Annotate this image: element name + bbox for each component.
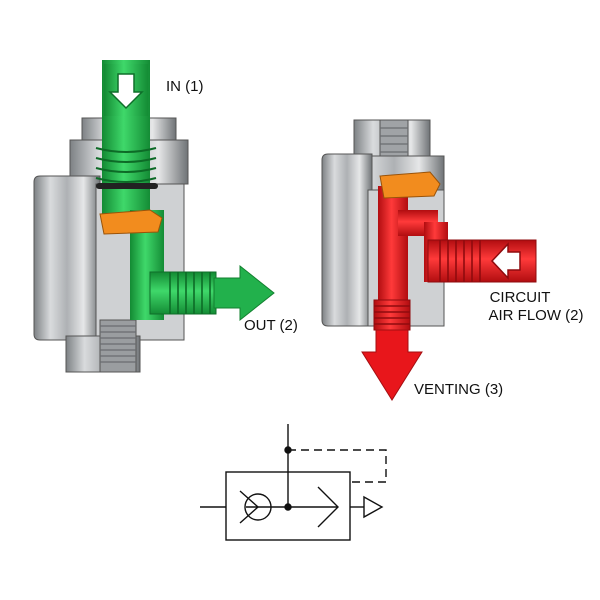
circuit-label-line2: AIR FLOW (2) (488, 307, 583, 324)
venting-arrow-icon (361, 329, 423, 401)
left-exhaust-port (99, 319, 137, 373)
right-exhaust-port (373, 299, 411, 331)
left-o-ring (96, 183, 158, 189)
symbol-check-seat (239, 490, 260, 524)
circuit-label-line1: CIRCUIT (490, 289, 551, 306)
circuit-arrow-icon (490, 242, 521, 280)
venting-label: VENTING (3) (414, 381, 503, 398)
left-valve-supply (33, 60, 275, 373)
symbol-exhaust-triangle (363, 495, 384, 519)
right-circuit-thread (439, 240, 481, 282)
left-body-cylinder (33, 175, 101, 341)
left-outlet-thread (169, 272, 211, 314)
symbol-junction-dot (284, 503, 292, 511)
left-outlet-fitting (149, 271, 217, 315)
symbol-check-ball (244, 493, 272, 521)
quick-exhaust-valve-symbol (200, 424, 387, 541)
out-arrow-icon (213, 264, 275, 322)
right-body-cylinder (321, 153, 373, 327)
out-label: OUT (2) (244, 317, 298, 334)
right-orange-seal (379, 171, 441, 199)
left-inlet-thread (95, 147, 157, 183)
left-orange-seal (99, 209, 163, 235)
symbol-exhaust-seat (317, 486, 339, 528)
in-arrow-icon (104, 64, 148, 116)
right-exhaust-thread (374, 305, 410, 325)
in-label: IN (1) (166, 78, 204, 95)
symbol-pilot-line (288, 449, 387, 483)
left-exhaust-thread (100, 325, 136, 363)
right-top-thread (380, 127, 408, 153)
right-valve-venting (321, 119, 537, 401)
